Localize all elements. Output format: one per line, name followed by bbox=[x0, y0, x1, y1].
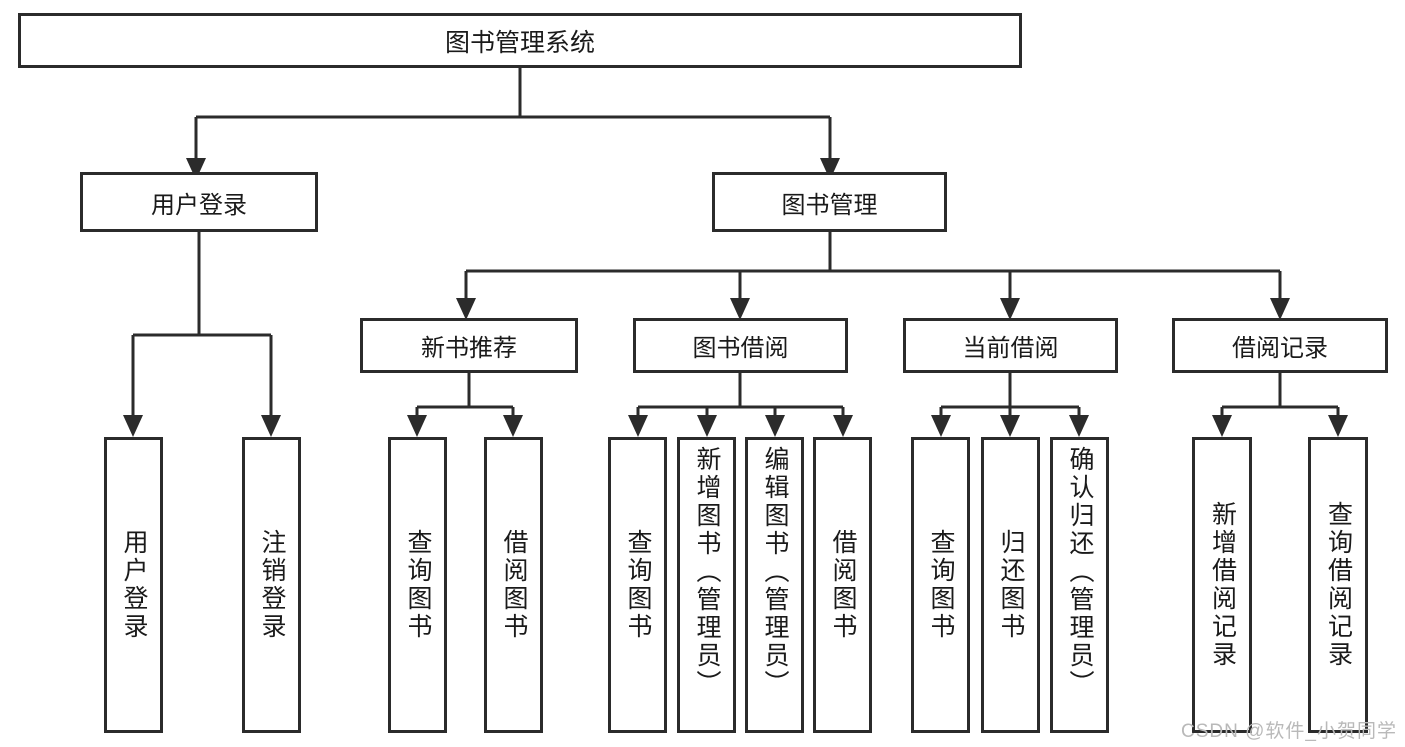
leaf-return-book[interactable]: 归还图书 bbox=[981, 437, 1040, 733]
node-root[interactable]: 图书管理系统 bbox=[18, 13, 1022, 68]
leaf-query-record[interactable]: 查询借阅记录 bbox=[1308, 437, 1368, 733]
leaf-confirm-return-label: 确认归还（管理员） bbox=[1066, 446, 1094, 698]
leaf-query-book-2[interactable]: 查询图书 bbox=[608, 437, 667, 733]
leaf-query-record-label: 查询借阅记录 bbox=[1324, 501, 1353, 669]
node-borrow-record-label: 借阅记录 bbox=[1232, 335, 1328, 362]
leaf-add-record[interactable]: 新增借阅记录 bbox=[1192, 437, 1252, 733]
leaf-add-book[interactable]: 新增图书（管理员） bbox=[677, 437, 736, 733]
node-book-manage[interactable]: 图书管理 bbox=[712, 172, 947, 232]
leaf-edit-book[interactable]: 编辑图书（管理员） bbox=[745, 437, 804, 733]
node-current-borrow[interactable]: 当前借阅 bbox=[903, 318, 1118, 373]
node-book-borrow-label: 图书借阅 bbox=[692, 335, 789, 362]
leaf-query-book-3-label: 查询图书 bbox=[927, 529, 955, 641]
leaf-user-login[interactable]: 用户登录 bbox=[104, 437, 163, 733]
node-new-book-recommend[interactable]: 新书推荐 bbox=[360, 318, 578, 373]
node-borrow-record[interactable]: 借阅记录 bbox=[1172, 318, 1388, 373]
leaf-edit-book-label: 编辑图书（管理员） bbox=[761, 446, 789, 698]
leaf-logout[interactable]: 注销登录 bbox=[242, 437, 301, 733]
leaf-borrow-book-2[interactable]: 借阅图书 bbox=[813, 437, 872, 733]
leaf-query-book-2-label: 查询图书 bbox=[624, 529, 652, 641]
leaf-logout-label: 注销登录 bbox=[258, 529, 286, 641]
node-root-label: 图书管理系统 bbox=[444, 28, 595, 57]
leaf-query-book-1-label: 查询图书 bbox=[404, 529, 432, 641]
leaf-user-login-label: 用户登录 bbox=[120, 529, 148, 641]
node-user-login[interactable]: 用户登录 bbox=[80, 172, 318, 232]
node-book-borrow[interactable]: 图书借阅 bbox=[633, 318, 848, 373]
leaf-borrow-book-1-label: 借阅图书 bbox=[500, 529, 528, 641]
leaf-add-record-label: 新增借阅记录 bbox=[1208, 501, 1237, 669]
leaf-borrow-book-1[interactable]: 借阅图书 bbox=[484, 437, 543, 733]
leaf-query-book-1[interactable]: 查询图书 bbox=[388, 437, 447, 733]
leaf-borrow-book-2-label: 借阅图书 bbox=[829, 529, 857, 641]
node-book-manage-label: 图书管理 bbox=[781, 191, 878, 219]
leaf-add-book-label: 新增图书（管理员） bbox=[693, 446, 721, 698]
node-current-borrow-label: 当前借阅 bbox=[962, 335, 1059, 362]
leaf-query-book-3[interactable]: 查询图书 bbox=[911, 437, 970, 733]
leaf-return-book-label: 归还图书 bbox=[997, 529, 1025, 641]
leaf-confirm-return[interactable]: 确认归还（管理员） bbox=[1050, 437, 1109, 733]
node-user-login-label: 用户登录 bbox=[151, 191, 247, 219]
node-new-book-recommend-label: 新书推荐 bbox=[421, 335, 517, 362]
